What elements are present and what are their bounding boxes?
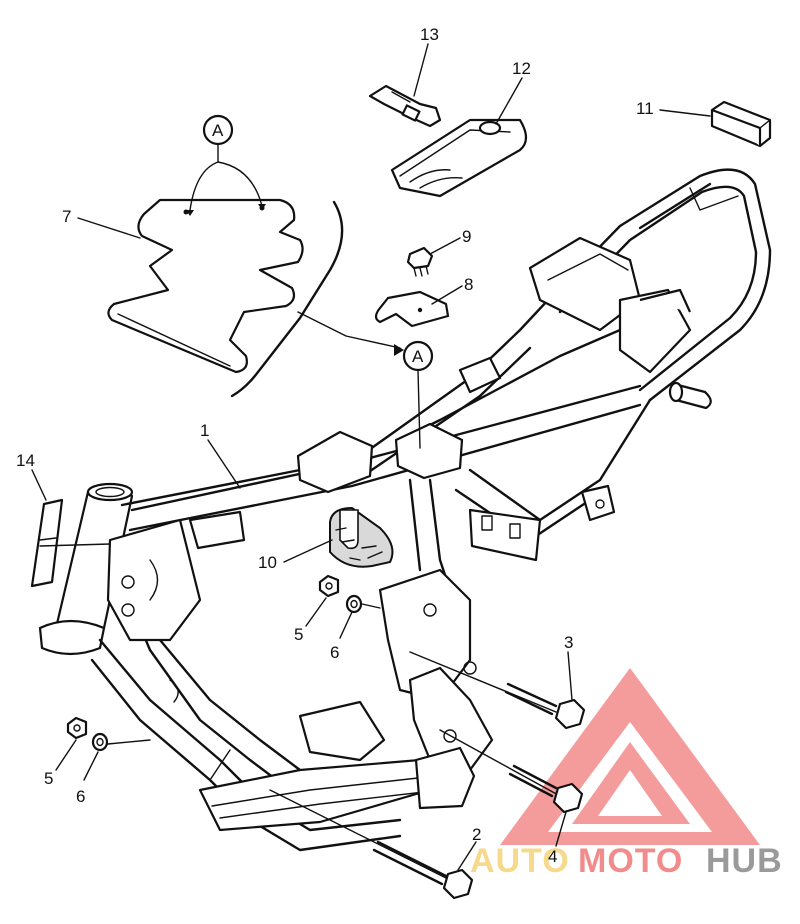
callout-6-upper: 6 bbox=[330, 643, 339, 662]
callout-6-lower: 6 bbox=[76, 787, 85, 806]
reference-a-top: A bbox=[186, 114, 266, 216]
callout-2: 2 bbox=[472, 825, 481, 844]
reference-a-mid: A bbox=[402, 340, 434, 449]
part-5-nut-lower bbox=[66, 716, 88, 740]
callout-1: 1 bbox=[200, 421, 209, 440]
part-6-washer-lower bbox=[91, 732, 151, 752]
logo-inner-hole bbox=[598, 770, 662, 816]
part-7-cover-plate bbox=[107, 198, 304, 374]
leader-lines bbox=[31, 43, 711, 871]
part-10-pad bbox=[329, 506, 394, 568]
callout-10: 10 bbox=[258, 553, 277, 572]
part-6-washer-upper bbox=[345, 594, 381, 614]
callout-4: 4 bbox=[548, 847, 557, 866]
part-8-bracket bbox=[374, 290, 450, 328]
logo-text-auto: AUTO bbox=[470, 842, 570, 880]
callout-14: 14 bbox=[16, 451, 35, 470]
part-2-long-bolt bbox=[269, 789, 474, 900]
callout-5-upper: 5 bbox=[294, 625, 303, 644]
automotohub-logo: AUTO MOTO HUB bbox=[470, 668, 783, 880]
callout-3: 3 bbox=[564, 633, 573, 652]
main-frame bbox=[38, 168, 772, 852]
svg-text:A: A bbox=[412, 347, 424, 366]
svg-text:A: A bbox=[212, 121, 224, 140]
part-14-label bbox=[30, 498, 64, 588]
top-tube bbox=[130, 384, 642, 512]
callout-8: 8 bbox=[464, 275, 473, 294]
logo-text-moto: MOTO bbox=[578, 842, 683, 880]
part-3-bolt bbox=[409, 651, 586, 730]
callout-7: 7 bbox=[62, 207, 71, 226]
logo-text-hub: HUB bbox=[706, 842, 783, 880]
part-9-bolt bbox=[406, 246, 434, 277]
callout-13: 13 bbox=[420, 25, 439, 44]
front-down-tube bbox=[98, 638, 402, 832]
part-4-bolt bbox=[439, 729, 584, 814]
callout-labels: 1 2 3 4 5 6 5 6 7 8 9 10 11 12 13 14 bbox=[16, 25, 654, 866]
callout-11: 11 bbox=[636, 99, 654, 118]
part-5-nut-upper bbox=[318, 574, 340, 598]
rear-subframe bbox=[546, 168, 772, 402]
reference-bracket-line bbox=[230, 200, 344, 398]
callout-5-lower: 5 bbox=[44, 769, 53, 788]
part-12-tool-bag bbox=[390, 118, 528, 198]
part-11-rubber-block bbox=[710, 100, 772, 148]
callout-9: 9 bbox=[462, 227, 471, 246]
callout-12: 12 bbox=[512, 59, 531, 78]
part-13-strap bbox=[368, 84, 442, 128]
